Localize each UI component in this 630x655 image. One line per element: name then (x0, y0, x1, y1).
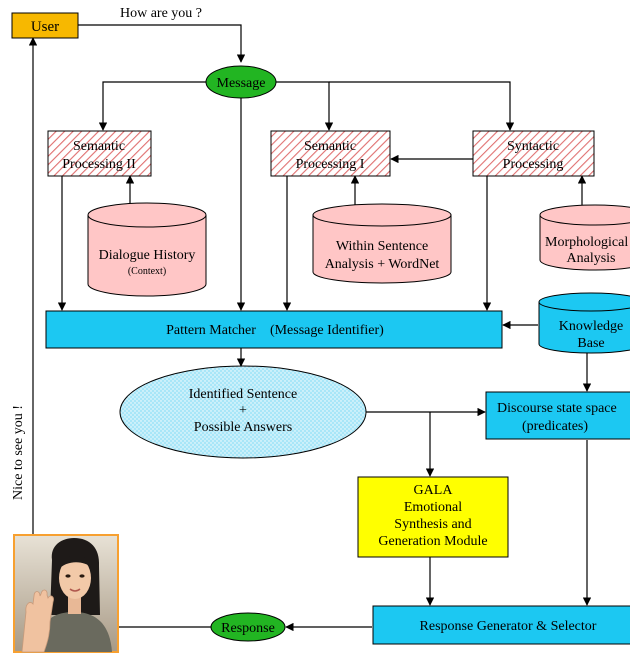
knowledge-line-1: Knowledge (559, 319, 624, 334)
response-label: Response (221, 621, 275, 636)
gala-line-3: Synthesis and (394, 517, 471, 532)
identified-line-1: Identified Sentence (189, 387, 297, 402)
morphological-db: Morphological Analysis (539, 204, 630, 271)
discourse-state-node: Discourse state space (predicates) (485, 391, 630, 440)
edge-message-syntactic (329, 81, 515, 131)
edge-message-sem1 (276, 81, 334, 131)
label-how-are-you: How are you ? (120, 6, 202, 21)
dialogue-line-1: Dialogue History (99, 248, 196, 263)
label-nice-to-see: Nice to see you ! (11, 405, 26, 500)
sem1-line-2: Processing I (296, 157, 365, 172)
edge-user-message (78, 24, 246, 63)
sem1-line-1: Semantic (304, 139, 356, 154)
syntactic-line-1: Syntactic (507, 139, 559, 154)
pattern-matcher-node: Pattern Matcher (Message Identifier) (45, 310, 503, 349)
knowledge-base-db: Knowledge Base (538, 292, 630, 354)
gala-line-4: Generation Module (378, 534, 487, 549)
identified-sentence-node: Identified Sentence + Possible Answers (119, 365, 367, 459)
avatar-woman-waving-icon (13, 534, 119, 653)
within-line-1: Within Sentence (336, 239, 428, 254)
gala-line-1: GALA (414, 483, 454, 498)
response-generator-node: Response Generator & Selector (372, 605, 630, 645)
gala-node: GALA Emotional Synthesis and Generation … (357, 476, 509, 558)
syntactic-line-2: Processing (503, 157, 564, 172)
message-label: Message (217, 76, 266, 91)
morph-line-2: Analysis (567, 251, 616, 266)
syntactic-processing-node: Syntactic Processing (472, 130, 595, 177)
sem2-line-2: Processing II (62, 157, 136, 172)
morph-line-1: Morphological (545, 235, 628, 250)
edge-message-bus (98, 81, 206, 131)
user-label: User (31, 19, 59, 35)
gala-line-2: Emotional (404, 500, 462, 515)
discourse-line-2: (predicates) (522, 419, 588, 434)
identified-line-3: Possible Answers (194, 420, 292, 435)
message-node: Message (205, 65, 277, 99)
sem2-line-1: Semantic (73, 139, 125, 154)
response-node: Response (210, 612, 286, 642)
pattern-label: Pattern Matcher (Message Identifier) (166, 323, 384, 338)
semantic-processing-1-node: Semantic Processing I (270, 130, 391, 177)
within-line-2: Analysis + WordNet (325, 257, 440, 272)
edges (28, 24, 592, 632)
response-gen-label: Response Generator & Selector (420, 619, 597, 634)
dialogue-line-2: (Context) (128, 266, 166, 277)
dialogue-history-db: Dialogue History (Context) (87, 202, 207, 297)
discourse-line-1: Discourse state space (497, 401, 617, 416)
user-node: User (11, 12, 79, 39)
within-sentence-db: Within Sentence Analysis + WordNet (312, 203, 452, 284)
semantic-processing-2-node: Semantic Processing II (47, 130, 152, 177)
identified-line-2: + (239, 403, 247, 418)
knowledge-line-2: Base (577, 336, 604, 351)
